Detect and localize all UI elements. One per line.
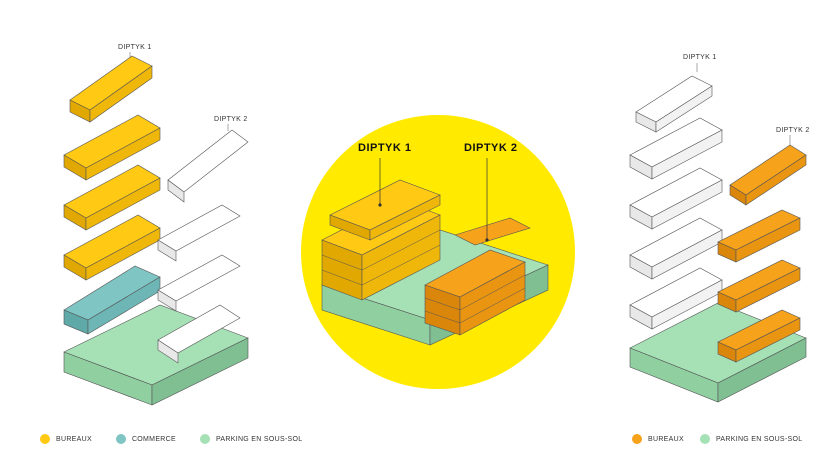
legend-item-commerce: COMMERCE: [115, 434, 176, 444]
legend-label: PARKING EN SOUS-SOL: [715, 435, 803, 443]
legend-item-bureaux: BUREAUX: [632, 434, 684, 444]
label-diptyk1-right: DIPTYK 1: [683, 54, 717, 61]
white-floor-left-3: [157, 204, 241, 262]
legend-label: BUREAUX: [56, 435, 92, 443]
legend-right: BUREAUX PARKING EN SOUS-SOL: [632, 434, 802, 444]
bureaux-color-dot: [632, 434, 642, 444]
white-floor-right-3: [629, 167, 723, 230]
white-floor-right-1: [629, 267, 723, 330]
bureaux-floor-3: [63, 114, 161, 181]
orange-floor-1: [717, 309, 801, 363]
center-diptyk2-building: [424, 217, 531, 336]
white-floor-right-2: [629, 217, 723, 280]
label-diptyk2-center: DIPTYK 2: [464, 142, 518, 154]
label-diptyk2-right: DIPTYK 2: [776, 127, 810, 134]
legend-item-parking: PARKING EN SOUS-SOL: [199, 434, 303, 444]
legend-item-parking: PARKING EN SOUS-SOL: [699, 434, 803, 444]
bureaux-floor-2: [63, 164, 161, 231]
legend-item-bureaux: BUREAUX: [40, 434, 92, 444]
orange-floor-3: [717, 209, 801, 263]
legend-label: BUREAUX: [648, 435, 684, 443]
parking-color-dot: [699, 434, 710, 444]
legend-label: PARKING EN SOUS-SOL: [215, 435, 303, 443]
orange-floor-4: [729, 144, 807, 206]
bureaux-floor-4: [69, 55, 153, 123]
commerce-color-dot: [115, 434, 126, 444]
white-floor-left-2: [157, 254, 241, 312]
label-diptyk2-left: DIPTYK 2: [214, 116, 248, 123]
right-exploded-view: DIPTYK 1 DIPTYK 2: [629, 54, 810, 403]
legend-label: COMMERCE: [131, 435, 176, 443]
legend-left: BUREAUX COMMERCE PARKING EN SOUS-SOL: [40, 434, 320, 444]
white-floor-right-5: [635, 75, 713, 133]
bureaux-color-dot: [40, 434, 50, 444]
parking-color-dot: [199, 434, 210, 444]
commerce-block: [63, 265, 161, 335]
center-diptyk1-building: [321, 179, 441, 301]
white-floor-left-1: [157, 304, 241, 364]
label-diptyk1-center: DIPTYK 1: [358, 142, 412, 154]
orange-floor-2: [717, 259, 801, 313]
left-exploded-view: DIPTYK 1 DIPTYK 2: [63, 44, 249, 406]
white-floor-right-4: [629, 117, 723, 180]
center-view: DIPTYK 1 DIPTYK 2: [301, 115, 575, 389]
label-diptyk1-left: DIPTYK 1: [118, 44, 152, 51]
white-floor-left-4: [167, 129, 249, 203]
